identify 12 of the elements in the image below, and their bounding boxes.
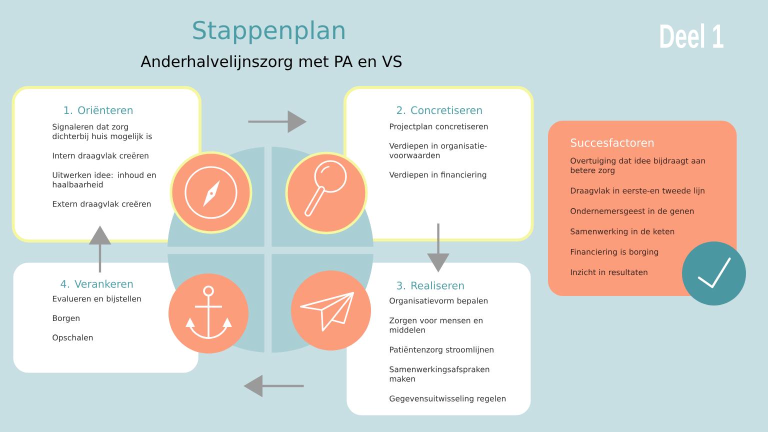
- step-box: [344, 86, 534, 242]
- heading: 3. Realiseren: [397, 281, 464, 290]
- title: Stappenplan: [193, 20, 344, 44]
- heading: Succesfactoren: [570, 138, 654, 147]
- heading: 2. Concretiseren: [396, 106, 482, 114]
- heading: 4. Verankeren: [60, 280, 133, 288]
- heading: 1. Oriënteren: [64, 106, 132, 114]
- step-box: [12, 86, 202, 242]
- info-box: [548, 120, 737, 296]
- step-box: [346, 262, 531, 416]
- subtitle: Anderhalvelijnszorg met PA en VS: [140, 55, 402, 70]
- part-label: Deel 1: [660, 23, 724, 48]
